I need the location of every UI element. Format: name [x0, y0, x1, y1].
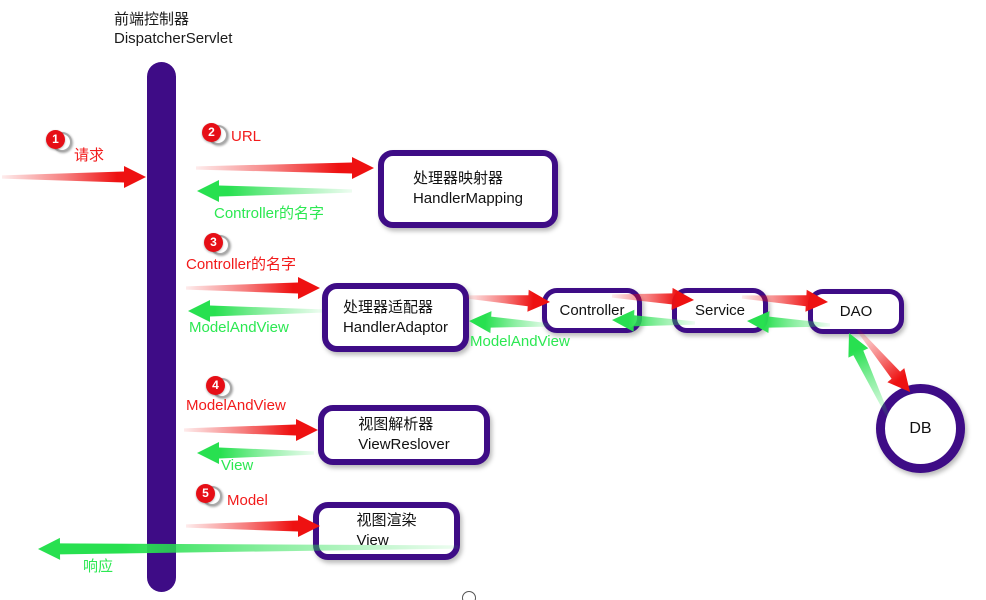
label-url: URL — [231, 128, 262, 145]
label-controller-name: Controller的名字 — [186, 256, 297, 273]
arrow-view-return — [197, 442, 314, 464]
label-modelandview: ModelAndView — [186, 397, 286, 414]
dao-label: DAO — [839, 303, 873, 320]
step-badge-1: 1 — [46, 130, 72, 153]
arrow-modelandview — [184, 419, 318, 441]
label-view-return: View — [221, 457, 254, 474]
dispatcher-title: 前端控制器 DispatcherServlet — [114, 10, 232, 48]
label-request: 请求 — [74, 147, 105, 164]
view-resolver-en: ViewReslover — [358, 436, 450, 453]
controller-label: Controller — [559, 302, 625, 319]
view-resolver-cn: 视图解析器 — [358, 416, 434, 433]
arrow-model — [186, 515, 320, 537]
step-badge-2: 2 — [202, 123, 228, 146]
label-response: 响应 — [83, 558, 114, 575]
handler-adaptor-cn: 处理器适配器 — [342, 298, 433, 316]
node-dao: DAO — [808, 289, 904, 334]
arrow-controller-name — [186, 277, 320, 299]
step-badge-3: 3 — [204, 233, 230, 256]
arrow-dao-to-db — [856, 329, 910, 392]
step-badge-5: 5 — [196, 484, 222, 507]
arrow-adaptor-to-controller — [466, 289, 550, 312]
arrow-url — [196, 157, 374, 179]
label-modelandview-mid: ModelAndView — [470, 333, 570, 350]
badge-number: 1 — [46, 130, 65, 149]
node-handler-mapping: 处理器映射器 HandlerMapping — [378, 150, 558, 228]
label-modelandview-return: ModelAndView — [189, 319, 289, 336]
view-render-cn: 视图渲染 — [356, 512, 417, 529]
view-render-en: View — [356, 532, 389, 549]
handler-adaptor-en: HandlerAdaptor — [342, 318, 449, 336]
badge-number: 4 — [206, 376, 225, 395]
node-service: Service — [672, 288, 768, 333]
node-db: DB — [876, 384, 965, 473]
step-badge-4: 4 — [206, 376, 232, 399]
badge-number: 2 — [202, 123, 221, 142]
handler-mapping-cn: 处理器映射器 — [412, 170, 503, 187]
dispatcher-title-en: DispatcherServlet — [114, 30, 233, 47]
artifact-circle — [462, 591, 476, 600]
handler-mapping-en: HandlerMapping — [412, 190, 524, 207]
badge-number: 3 — [204, 233, 223, 252]
service-label: Service — [694, 302, 746, 319]
arrow-controller-name-return — [197, 180, 352, 202]
node-view-resolver: 视图解析器 ViewReslover — [318, 405, 490, 465]
arrow-controller-to-adaptor — [469, 311, 551, 334]
db-label: DB — [909, 419, 932, 437]
node-handler-adaptor: 处理器适配器 HandlerAdaptor — [322, 283, 469, 352]
node-view-render: 视图渲染 View — [313, 502, 460, 560]
badge-number: 5 — [196, 484, 215, 503]
dispatcher-title-cn: 前端控制器 — [114, 11, 190, 28]
node-controller: Controller — [542, 288, 642, 333]
label-model: Model — [227, 492, 268, 509]
label-controller-name-return: Controller的名字 — [214, 205, 325, 222]
arrow-request — [2, 166, 146, 188]
dispatcher-servlet-bar — [147, 62, 176, 592]
